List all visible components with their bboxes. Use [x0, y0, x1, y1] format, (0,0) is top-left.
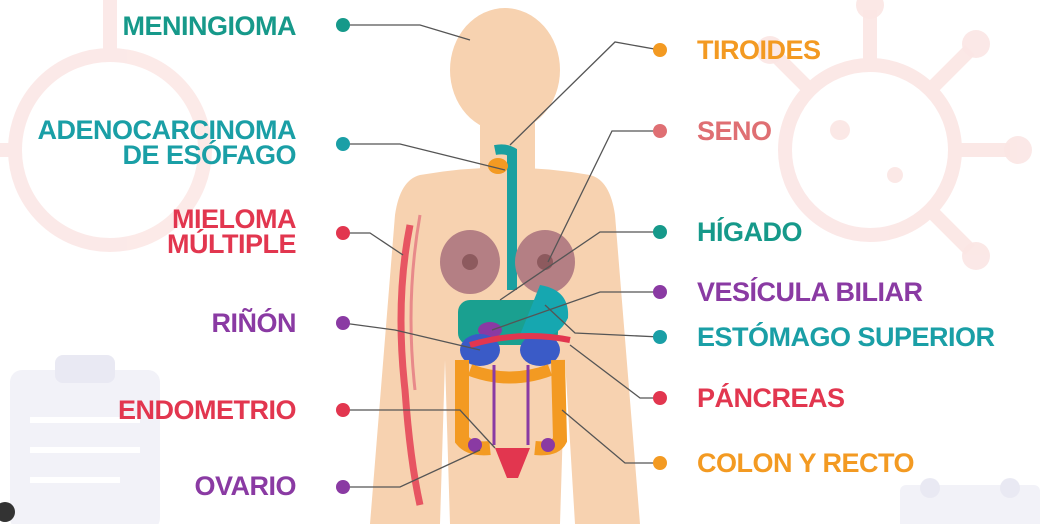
label-colon-recto: COLON Y RECTO: [697, 451, 914, 476]
clipboard-icon: [10, 355, 160, 524]
label-higado: HÍGADO: [697, 220, 802, 245]
label-seno: SENO: [697, 119, 772, 144]
label-pancreas: PÁNCREAS: [697, 386, 845, 411]
label-ovario: OVARIO: [194, 474, 296, 499]
label-endometrio: ENDOMETRIO: [118, 398, 296, 423]
label-estomago-superior: ESTÓMAGO SUPERIOR: [697, 325, 995, 350]
label-tiroides: TIROIDES: [697, 38, 821, 63]
label-vesicula-biliar: VESÍCULA BILIAR: [697, 280, 923, 305]
calendar-icon: [900, 478, 1040, 524]
label-adenocarcinoma-esofago: ADENOCARCINOMA DE ESÓFAGO: [38, 118, 297, 168]
label-rinon: RIÑÓN: [212, 311, 297, 336]
label-meningioma: MENINGIOMA: [123, 14, 297, 39]
label-mieloma-multiple: MIELOMA MÚLTIPLE: [167, 207, 296, 257]
